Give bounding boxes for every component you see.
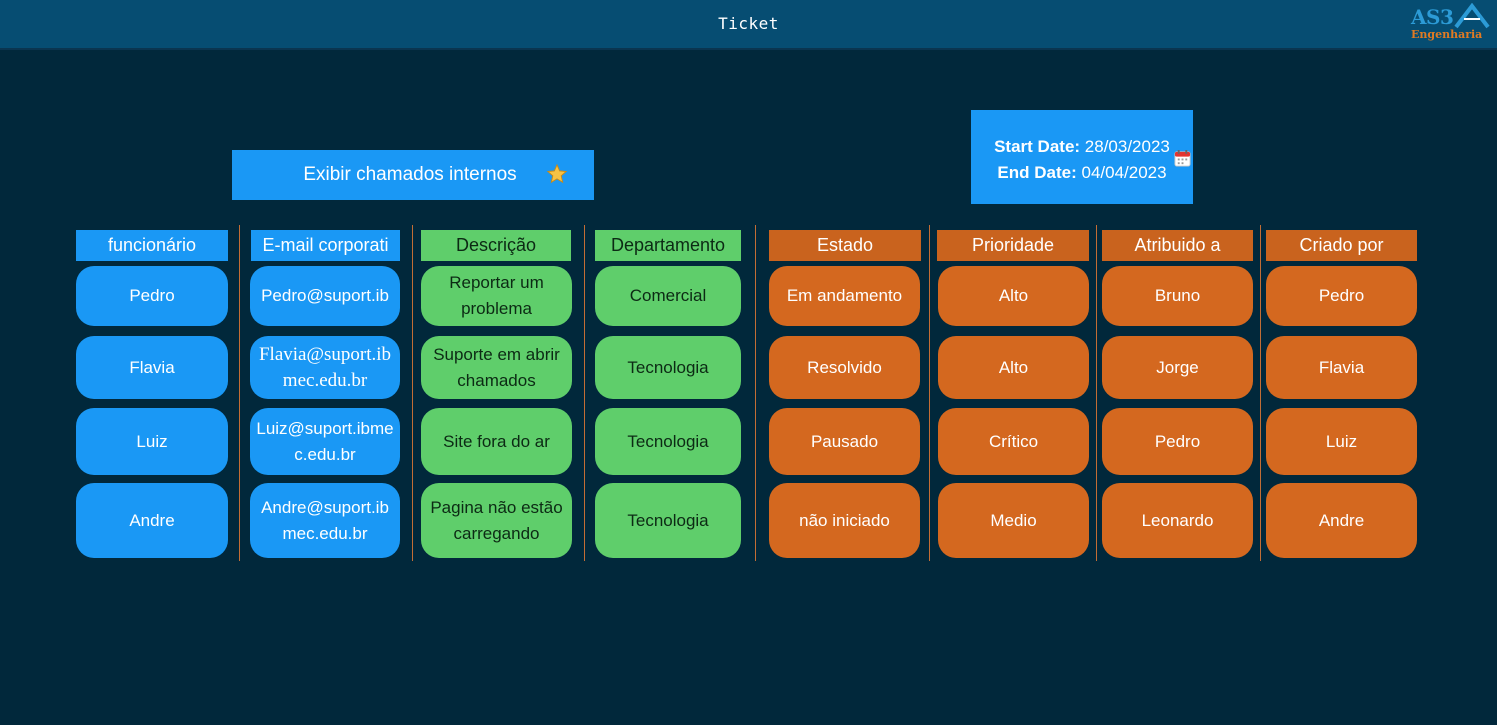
logo-text: AS3 — [1411, 5, 1454, 29]
cell-priority[interactable]: Alto — [938, 336, 1089, 399]
logo-subtitle: Engenharia — [1411, 28, 1483, 41]
column-header-priority[interactable]: Prioridade — [937, 230, 1089, 261]
column-divider — [239, 225, 240, 561]
cell-assigned-to[interactable]: Jorge — [1102, 336, 1253, 399]
cell-created-by[interactable]: Andre — [1266, 483, 1417, 558]
column-divider — [755, 225, 756, 561]
show-internal-tickets-button[interactable]: Exibir chamados internos — [232, 150, 594, 200]
cell-employee[interactable]: Luiz — [76, 408, 228, 475]
cell-assigned-to[interactable]: Leonardo — [1102, 483, 1253, 558]
column-header-description[interactable]: Descrição — [421, 230, 571, 261]
cell-description[interactable]: Reportar um problema — [421, 266, 572, 326]
cell-priority[interactable]: Alto — [938, 266, 1089, 326]
cell-description[interactable]: Suporte em abrir chamados — [421, 336, 572, 399]
cell-email[interactable]: Luiz@suport.ibmec.edu.br — [250, 408, 400, 475]
cell-email[interactable]: Andre@suport.ibmec.edu.br — [250, 483, 400, 558]
column-header-department[interactable]: Departamento — [595, 230, 741, 261]
column-divider — [1260, 225, 1261, 561]
end-date-label: End Date: — [997, 163, 1077, 182]
top-bar: Ticket AS3 Engenharia — [0, 0, 1497, 50]
column-header-status[interactable]: Estado — [769, 230, 921, 261]
column-divider — [929, 225, 930, 561]
start-date-row: Start Date: 28/03/2023 — [971, 134, 1193, 160]
cell-status[interactable]: Resolvido — [769, 336, 920, 399]
cell-assigned-to[interactable]: Pedro — [1102, 408, 1253, 475]
date-range-picker[interactable]: Start Date: 28/03/2023 End Date: 04/04/2… — [971, 110, 1193, 204]
cell-priority[interactable]: Crítico — [938, 408, 1089, 475]
as3-logo-mark-icon — [1454, 3, 1490, 29]
cell-email[interactable]: Pedro@suport.ib — [250, 266, 400, 326]
cell-status[interactable]: Em andamento — [769, 266, 920, 326]
cell-email[interactable]: Flavia@suport.ibmec.edu.br — [250, 336, 400, 399]
cell-priority[interactable]: Medio — [938, 483, 1089, 558]
end-date-value: 04/04/2023 — [1081, 163, 1167, 182]
cell-department[interactable]: Tecnologia — [595, 483, 741, 558]
start-date-label: Start Date: — [994, 137, 1081, 156]
cell-department[interactable]: Tecnologia — [595, 336, 741, 399]
end-date-row: End Date: 04/04/2023 — [971, 160, 1193, 186]
cell-status[interactable]: Pausado — [769, 408, 920, 475]
cell-assigned-to[interactable]: Bruno — [1102, 266, 1253, 326]
start-date-value: 28/03/2023 — [1084, 137, 1170, 156]
cell-created-by[interactable]: Luiz — [1266, 408, 1417, 475]
cell-created-by[interactable]: Flavia — [1266, 336, 1417, 399]
cell-employee[interactable]: Andre — [76, 483, 228, 558]
cell-description[interactable]: Site fora do ar — [421, 408, 572, 475]
column-divider — [1096, 225, 1097, 561]
cell-employee[interactable]: Pedro — [76, 266, 228, 326]
column-divider — [412, 225, 413, 561]
cell-description[interactable]: Pagina não estão carregando — [421, 483, 572, 558]
cell-employee[interactable]: Flavia — [76, 336, 228, 399]
cell-department[interactable]: Tecnologia — [595, 408, 741, 475]
column-header-email[interactable]: E-mail corporati — [251, 230, 400, 261]
column-header-employee[interactable]: funcionário — [76, 230, 228, 261]
column-header-assigned-to[interactable]: Atribuido a — [1102, 230, 1253, 261]
star-icon — [546, 163, 568, 184]
as3-logo: AS3 Engenharia — [1409, 3, 1491, 45]
cell-department[interactable]: Comercial — [595, 266, 741, 326]
show-internal-tickets-label: Exibir chamados internos — [303, 164, 517, 185]
calendar-icon[interactable] — [1174, 150, 1191, 167]
cell-status[interactable]: não iniciado — [769, 483, 920, 558]
column-divider — [584, 225, 585, 561]
page-title: Ticket — [718, 14, 779, 33]
cell-created-by[interactable]: Pedro — [1266, 266, 1417, 326]
column-header-created-by[interactable]: Criado por — [1266, 230, 1417, 261]
